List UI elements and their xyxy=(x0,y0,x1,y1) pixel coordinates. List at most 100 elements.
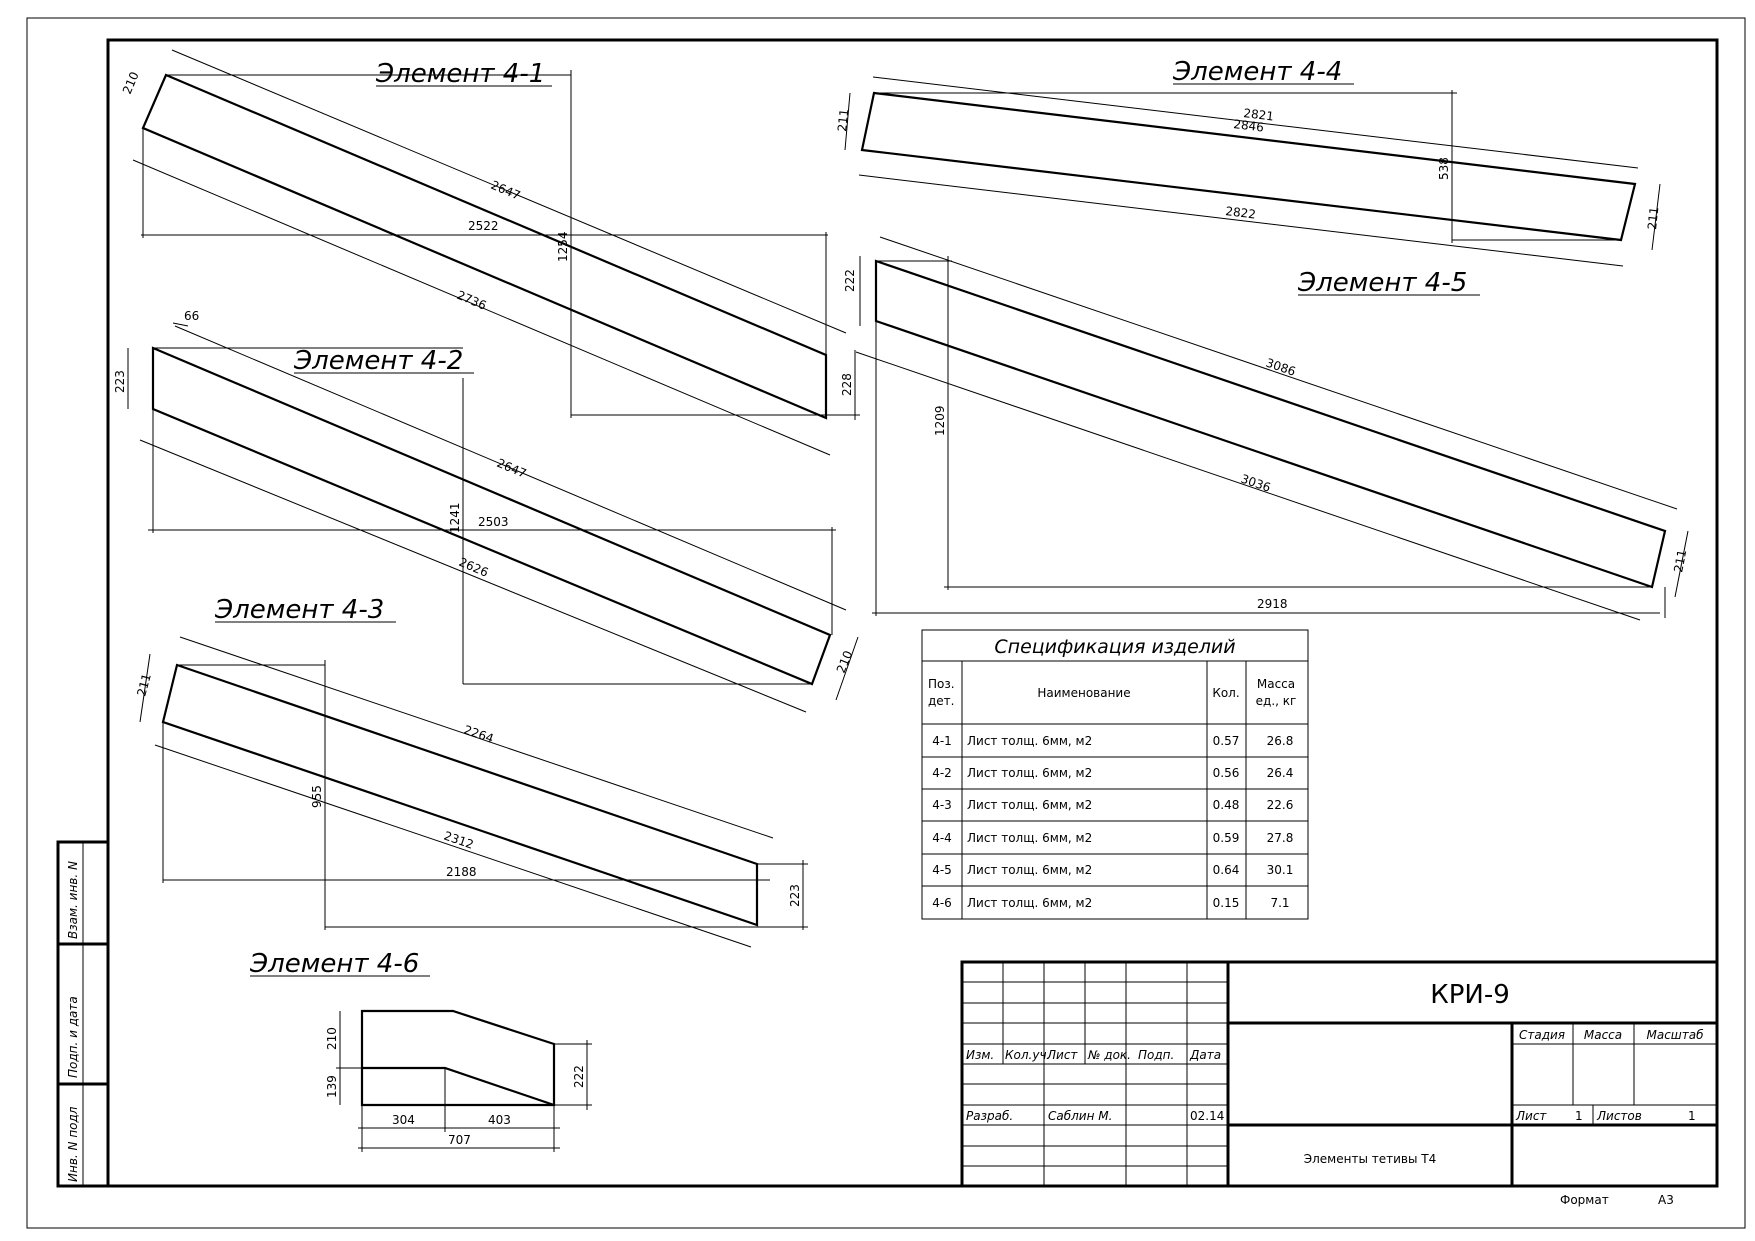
spec-header-qty: Кол. xyxy=(1212,686,1239,700)
spec-cell-pos: 4-2 xyxy=(932,766,952,780)
stamp-sheets-value: 1 xyxy=(1688,1109,1696,1123)
element-4-2-dim-line xyxy=(174,325,847,611)
element-4-1-outline xyxy=(141,73,828,420)
element-4-4-dim-line xyxy=(872,76,1639,169)
stamp-sheet-value: 1 xyxy=(1575,1109,1583,1123)
spec-cell-mass: 26.4 xyxy=(1267,766,1294,780)
spec-row: 4-1 Лист толщ. 6мм, м2 0.57 26.8 xyxy=(932,734,1293,748)
element-4-2-dim-label: 66 xyxy=(184,309,199,323)
element-4-6-title: Элемент 4-6 xyxy=(249,949,419,979)
element-4-4-dim-label: 2846 xyxy=(1233,117,1265,135)
element-4-4-dim-label: 2821 xyxy=(1243,106,1275,124)
spec-row: 4-3 Лист толщ. 6мм, м2 0.48 22.6 xyxy=(932,798,1293,812)
element-4-1-dim-line xyxy=(171,49,847,334)
spec-cell-name: Лист толщ. 6мм, м2 xyxy=(967,863,1092,877)
stamp-format-value: A3 xyxy=(1658,1193,1674,1207)
element-4-5: Элемент 4-5 222 3086 1209 3036 2918 211 xyxy=(843,236,1689,621)
spec-cell-qty: 0.56 xyxy=(1213,766,1240,780)
stamp-col-label: Дата xyxy=(1189,1048,1221,1062)
side-stamp-field: Взам. инв. N xyxy=(66,861,80,939)
element-4-1-dim-line xyxy=(132,159,831,456)
element-4-6-dim-label: 139 xyxy=(325,1075,339,1098)
stamp-col-label: Кол.уч. xyxy=(1005,1048,1050,1062)
element-4-5-dim-label: 3036 xyxy=(1239,472,1272,495)
side-stamp: Взам. инв. N Подп. и дата Инв. N подл xyxy=(56,840,110,1188)
spec-row: 4-5 Лист толщ. 6мм, м2 0.64 30.1 xyxy=(932,863,1293,877)
stamp-developer-role: Разраб. xyxy=(966,1109,1013,1123)
spec-cell-qty: 0.15 xyxy=(1213,896,1240,910)
element-4-3-dim-label: 211 xyxy=(134,672,153,698)
element-4-6: Элемент 4-6 210 139 222 304 403 707 xyxy=(249,949,592,1152)
drawing-frame xyxy=(106,38,1719,1188)
element-4-6-inner-edge xyxy=(362,1066,555,1107)
element-4-5-dim-line xyxy=(855,351,1641,621)
element-4-5-dim-label: 1209 xyxy=(933,405,947,436)
element-4-2: Элемент 4-2 66 223 2647 1241 2503 2626 2… xyxy=(113,309,859,713)
element-4-1: Элемент 4-1 210 2647 2522 1254 2736 228 xyxy=(120,49,860,456)
element-4-1-dim-label: 228 xyxy=(840,373,854,396)
element-4-2-dim-line xyxy=(172,322,189,327)
element-4-5-dim-label: 2918 xyxy=(1257,597,1288,611)
stamp-sheet-label: Лист xyxy=(1515,1109,1547,1123)
element-4-2-title: Элемент 4-2 xyxy=(293,346,463,376)
stamp-col-label: Лист xyxy=(1046,1048,1078,1062)
spec-cell-name: Лист толщ. 6мм, м2 xyxy=(967,896,1092,910)
spec-cell-pos: 4-3 xyxy=(932,798,952,812)
spec-title: Спецификация изделий xyxy=(994,636,1235,658)
stamp-mass-label: Масса xyxy=(1584,1028,1622,1042)
spec-cell-name: Лист толщ. 6мм, м2 xyxy=(967,831,1092,845)
element-4-1-dim-label: 210 xyxy=(120,70,142,97)
spec-cell-mass: 26.8 xyxy=(1267,734,1294,748)
stamp-col-label: Изм. xyxy=(966,1048,994,1062)
stamp-format-label: Формат xyxy=(1560,1193,1609,1207)
element-4-3-dim-label: 223 xyxy=(788,884,802,907)
spec-row: 4-4 Лист толщ. 6мм, м2 0.59 27.8 xyxy=(932,831,1293,845)
element-4-1-dim-label: 1254 xyxy=(556,231,570,262)
element-4-3-dim-label: 955 xyxy=(310,785,324,808)
element-4-5-dim-label: 3086 xyxy=(1264,356,1297,379)
element-4-6-dim-label: 707 xyxy=(448,1133,471,1147)
element-4-4: Элемент 4-4 211 2821 2846 538 2822 211 xyxy=(835,57,1661,267)
spec-header-mass: ед., кг xyxy=(1256,694,1297,708)
element-4-3-dim-line xyxy=(179,636,774,839)
spec-cell-mass: 22.6 xyxy=(1267,798,1294,812)
spec-cell-mass: 7.1 xyxy=(1270,896,1289,910)
element-4-2-dim-label: 2647 xyxy=(495,456,529,481)
stamp-date: 02.14 xyxy=(1190,1109,1224,1123)
element-4-2-dim-label: 2503 xyxy=(478,515,509,529)
title-block: Изм. Кол.уч. Лист № док. Подп. Дата Разр… xyxy=(960,960,1719,1207)
stamp-document-code: КРИ-9 xyxy=(1430,980,1510,1010)
spec-row: 4-6 Лист толщ. 6мм, м2 0.15 7.1 xyxy=(932,896,1289,910)
element-4-5-dim-line xyxy=(879,236,1678,510)
spec-cell-name: Лист толщ. 6мм, м2 xyxy=(967,798,1092,812)
element-4-3-title: Элемент 4-3 xyxy=(214,595,384,625)
sheet-trim-border xyxy=(26,17,1746,1229)
spec-header-mass: Масса xyxy=(1257,677,1295,691)
spec-cell-mass: 30.1 xyxy=(1267,863,1294,877)
side-stamp-field: Инв. N подл xyxy=(66,1106,80,1182)
stamp-scale-label: Масштаб xyxy=(1646,1028,1704,1042)
spec-cell-pos: 4-4 xyxy=(932,831,952,845)
element-4-4-dim-label: 2822 xyxy=(1225,204,1257,222)
element-4-2-dim-label: 1241 xyxy=(448,502,462,533)
element-4-5-title: Элемент 4-5 xyxy=(1297,268,1467,298)
spec-cell-mass: 27.8 xyxy=(1267,831,1294,845)
spec-cell-pos: 4-6 xyxy=(932,896,952,910)
spec-cell-qty: 0.64 xyxy=(1213,863,1240,877)
element-4-5-dim-line xyxy=(1674,530,1689,598)
spec-header-pos: Поз. xyxy=(928,677,955,691)
element-4-1-dim-label: 2647 xyxy=(489,178,523,203)
spec-cell-qty: 0.57 xyxy=(1213,734,1240,748)
side-stamp-field: Подп. и дата xyxy=(66,996,80,1078)
stamp-col-label: № док. xyxy=(1087,1048,1131,1062)
stamp-document-title: Элементы тетивы Т4 xyxy=(1304,1152,1436,1166)
element-4-5-dim-label: 211 xyxy=(1671,548,1689,573)
element-4-1-title: Элемент 4-1 xyxy=(375,59,545,89)
spec-cell-qty: 0.48 xyxy=(1213,798,1240,812)
spec-row: 4-2 Лист толщ. 6мм, м2 0.56 26.4 xyxy=(932,766,1293,780)
element-4-3-dim-line xyxy=(154,744,752,948)
spec-cell-name: Лист толщ. 6мм, м2 xyxy=(967,766,1092,780)
element-4-6-outline-outer xyxy=(360,1009,556,1107)
stamp-col-label: Подп. xyxy=(1138,1048,1174,1062)
element-4-6-dim-label: 403 xyxy=(488,1113,511,1127)
